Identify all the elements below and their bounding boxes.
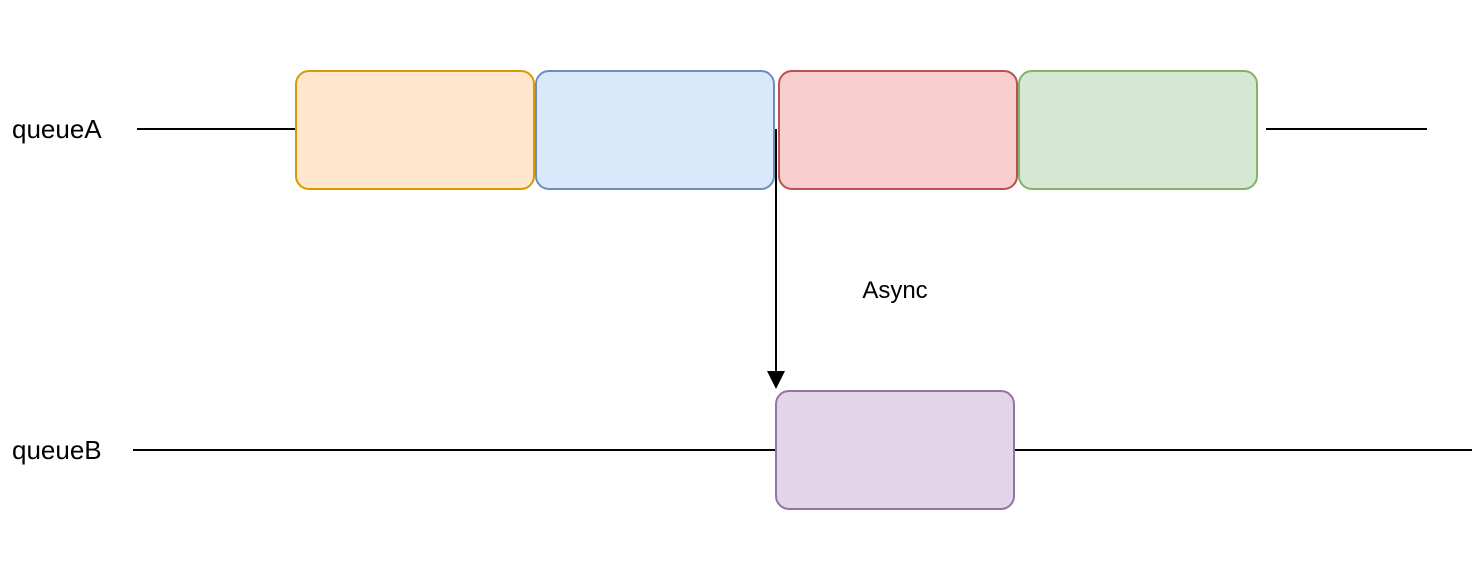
queue-a-orange-block — [295, 70, 535, 190]
async-arrow-line — [775, 129, 777, 374]
queue-a-blue-block — [535, 70, 775, 190]
queue-a-timeline-left — [137, 128, 295, 130]
queue-a-label: queueA — [12, 114, 102, 144]
queue-b-label: queueB — [12, 435, 102, 465]
queue-a-red-block — [778, 70, 1018, 190]
queue-a-green-block — [1018, 70, 1258, 190]
arrow-down-icon — [767, 371, 785, 389]
queue-b-timeline-right — [1015, 449, 1472, 451]
async-arrow-label: Async — [862, 277, 928, 304]
queue-b-timeline-left — [133, 449, 775, 451]
queue-a-timeline-right — [1266, 128, 1427, 130]
queue-b-purple-block — [775, 390, 1015, 510]
